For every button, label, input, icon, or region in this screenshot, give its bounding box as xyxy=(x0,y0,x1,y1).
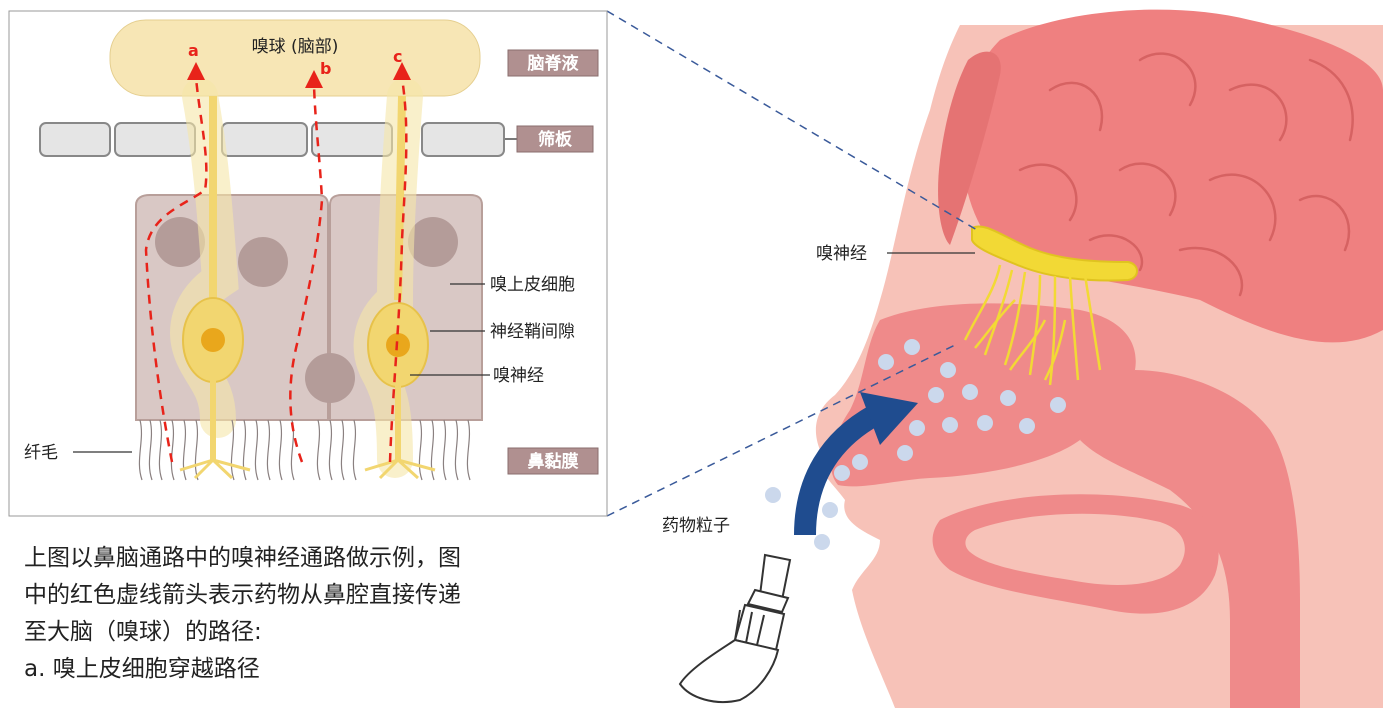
particle xyxy=(1019,418,1035,434)
particle xyxy=(1050,397,1066,413)
caption-line-1: 上图以鼻脑通路中的嗅神经通路做示例，图 xyxy=(24,540,584,577)
tag-cribriform-label: 筛板 xyxy=(538,129,573,150)
sheath-gap-label: 神经鞘间隙 xyxy=(490,322,575,342)
particle xyxy=(878,354,894,370)
particle xyxy=(852,454,868,470)
head-illustration xyxy=(680,10,1383,708)
drug-particles-label: 药物粒子 xyxy=(662,516,730,536)
caption-line-2: 中的红色虚线箭头表示药物从鼻腔直接传递 xyxy=(24,577,584,614)
tag-mucosa-label: 鼻黏膜 xyxy=(528,451,579,472)
particle xyxy=(909,420,925,436)
inset-nerve-label: 嗅神经 xyxy=(493,366,544,386)
particle xyxy=(834,465,850,481)
particle xyxy=(897,445,913,461)
cribriform-plate xyxy=(40,123,504,156)
particle xyxy=(940,362,956,378)
epithelial-label: 嗅上皮细胞 xyxy=(490,275,575,295)
cilia-label: 纤毛 xyxy=(24,443,58,463)
path-a-letter: a xyxy=(188,41,199,60)
path-c-letter: c xyxy=(393,47,402,66)
path-b-letter: b xyxy=(320,59,331,78)
particle xyxy=(765,487,781,503)
caption-line-4: a. 嗅上皮细胞穿越路径 xyxy=(24,651,584,688)
particle xyxy=(904,339,920,355)
olfactory-bulb-label: 嗅球 (脑部) xyxy=(252,37,339,57)
caption-line-3: 至大脑（嗅球）的路径: xyxy=(24,614,584,651)
particle xyxy=(814,534,830,550)
particle xyxy=(962,384,978,400)
tag-csf-label: 脑脊液 xyxy=(528,53,579,74)
particle xyxy=(822,502,838,518)
caption: 上图以鼻脑通路中的嗅神经通路做示例，图 中的红色虚线箭头表示药物从鼻腔直接传递 … xyxy=(24,540,584,688)
particle xyxy=(977,415,993,431)
particle xyxy=(942,417,958,433)
head-nerve-label: 嗅神经 xyxy=(816,244,867,264)
olfactory-bulb xyxy=(110,20,480,96)
particle xyxy=(928,387,944,403)
spray-bottle xyxy=(680,555,790,702)
particle xyxy=(1000,390,1016,406)
